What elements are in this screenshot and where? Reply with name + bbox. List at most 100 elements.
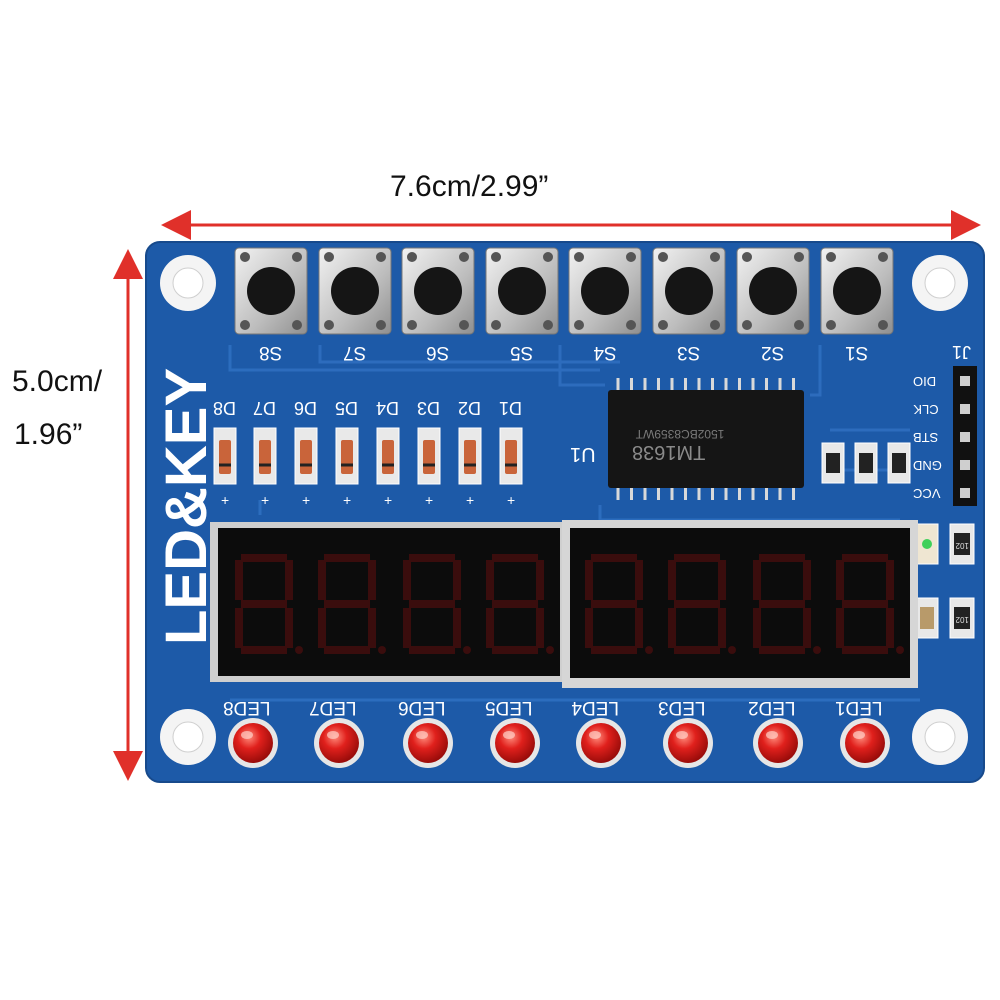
indicator-d4: D4 + <box>376 398 400 508</box>
digit-2 <box>318 554 386 654</box>
indicator-d2: D2 + <box>458 398 482 508</box>
height-dimension-label-line2: 1.96” <box>14 418 83 451</box>
led-label: LED3 <box>658 697 706 718</box>
led-led4: LED4 <box>571 697 626 768</box>
indicator-d5: D5 + <box>335 398 359 508</box>
button-cap <box>498 267 546 315</box>
indicator-label: D5 <box>335 398 358 418</box>
button-label: S6 <box>426 342 449 363</box>
led-led1: LED1 <box>835 697 890 768</box>
button-label: S2 <box>761 342 784 363</box>
button-s8[interactable]: S8 <box>234 247 308 363</box>
indicator-label: D7 <box>253 398 276 418</box>
plus-mark: + <box>466 492 474 508</box>
led-label: LED8 <box>223 697 271 718</box>
indicator-d1: D1+ <box>499 398 523 508</box>
tm1638-ic: TM1638 1502BC8359WT U1 <box>570 378 804 500</box>
header-pin-label-gnd: GND <box>913 458 942 473</box>
led-led2: LED2 <box>748 697 803 768</box>
button-s5[interactable]: S5 <box>485 247 559 363</box>
indicator-d6: D6 + <box>294 398 318 508</box>
digit-7 <box>753 554 821 654</box>
red-leds: LED8 LED7 LED6 LED5 LED4 LED3 LED2 LED1 <box>223 697 890 768</box>
led-label: LED7 <box>309 697 357 718</box>
header-pin <box>960 404 970 414</box>
led-label: LED5 <box>485 697 533 718</box>
button-cap <box>581 267 629 315</box>
smd-resistors <box>821 442 911 484</box>
led-led3: LED3 <box>658 697 713 768</box>
plus-mark: + <box>507 492 515 508</box>
button-label: S4 <box>593 342 617 363</box>
seven-segment-displays <box>210 520 918 688</box>
indicator-label: D8 <box>213 398 236 418</box>
led-label: LED2 <box>748 697 796 718</box>
led-label: LED6 <box>398 697 446 718</box>
ic-code: 1502BC8359WT <box>635 427 724 441</box>
plus-mark: + <box>261 492 269 508</box>
header-pin <box>960 460 970 470</box>
indicator-label: D4 <box>376 398 399 418</box>
button-cap <box>331 267 379 315</box>
digit-3 <box>403 554 471 654</box>
digit-1 <box>235 554 303 654</box>
smd-right-components: 102 102 <box>915 523 975 639</box>
pin-header: J1 DIO CLK STB GND VCC <box>913 342 977 506</box>
button-s3[interactable]: S3 <box>652 247 726 363</box>
indicator-d7: D7 + <box>253 398 277 508</box>
plus-mark: + <box>302 492 310 508</box>
button-cap <box>247 267 295 315</box>
width-dimension-label: 7.6cm/2.99” <box>390 170 549 203</box>
board-name-label: LED&KEY <box>154 368 219 645</box>
button-cap <box>749 267 797 315</box>
button-cap <box>414 267 462 315</box>
header-pin <box>960 488 970 498</box>
plus-mark: + <box>425 492 433 508</box>
button-s7[interactable]: S7 <box>318 247 392 363</box>
header-pin <box>960 432 970 442</box>
tactile-buttons: S8 S7 S6 S5 S4 S3 S2 S1 <box>234 247 894 363</box>
plus-mark: + <box>384 492 392 508</box>
button-label: S5 <box>510 342 533 363</box>
led-label: LED4 <box>571 697 619 718</box>
header-pin-label-stb: STB <box>913 430 938 445</box>
button-s6[interactable]: S6 <box>401 247 475 363</box>
plus-mark: + <box>221 492 229 508</box>
led-led8: LED8 <box>223 697 278 768</box>
button-cap <box>833 267 881 315</box>
header-pin-label-clk: CLK <box>913 402 939 417</box>
button-s1[interactable]: S1 <box>820 247 894 363</box>
led-led5: LED5 <box>485 697 540 768</box>
digit-8 <box>836 554 904 654</box>
ic-marking: TM1638 <box>632 441 705 463</box>
indicator-label: D6 <box>294 398 317 418</box>
led-led7: LED7 <box>309 697 364 768</box>
indicator-d3: D3 + <box>417 398 441 508</box>
smd-led-indicators: D8+D7+D6+D5+D4+D3+D2+D1+ <box>213 398 523 508</box>
button-label: S1 <box>845 342 868 363</box>
digit-5 <box>585 554 653 654</box>
indicator-d8: D8 + <box>213 398 237 508</box>
indicator-label: D2 <box>458 398 481 418</box>
header-pin <box>960 376 970 386</box>
header-pin-label-vcc: VCC <box>913 486 940 501</box>
plus-mark: + <box>343 492 351 508</box>
led-led6: LED6 <box>398 697 453 768</box>
button-label: S7 <box>343 342 366 363</box>
smd-code-2: 102 <box>955 615 969 624</box>
button-label: S3 <box>677 342 700 363</box>
header-pin-label-dio: DIO <box>913 374 936 389</box>
smd-code-1: 102 <box>955 541 969 550</box>
mounting-holes <box>160 255 968 765</box>
header-label: J1 <box>952 342 971 362</box>
button-s2[interactable]: S2 <box>736 247 810 363</box>
digit-4 <box>486 554 554 654</box>
digit-6 <box>668 554 736 654</box>
indicator-label: D3 <box>417 398 440 418</box>
led-label: LED1 <box>835 697 883 718</box>
button-s4[interactable]: S4 <box>568 247 642 363</box>
ic-reference-label: U1 <box>570 443 596 465</box>
button-cap <box>665 267 713 315</box>
button-label: S8 <box>259 342 282 363</box>
